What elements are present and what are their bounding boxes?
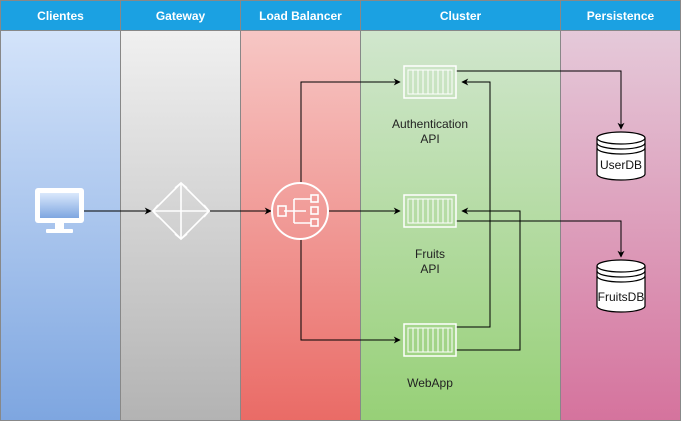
- lane-title-load-balancer: Load Balancer: [259, 9, 342, 23]
- database-icon: [596, 259, 646, 313]
- userdb-label: UserDB: [600, 158, 642, 172]
- lane-title-persistence: Persistence: [587, 9, 655, 23]
- fruits-api-label-line2: API: [420, 262, 439, 276]
- webapp-node: WebApp: [403, 323, 457, 390]
- gateway-icon: [151, 181, 211, 241]
- connectors: [84, 70, 625, 351]
- lane-title-gateway: Gateway: [156, 9, 206, 23]
- edge-lb-webapp: [300, 238, 401, 344]
- auth-api-label-line1: Authentication: [392, 117, 468, 131]
- fruitsdb-node: FruitsDB: [596, 259, 646, 313]
- lane-title-cluster: Cluster: [440, 9, 482, 23]
- monitor-icon: [35, 188, 84, 233]
- container-icon: [403, 323, 457, 357]
- container-icon: [403, 194, 457, 228]
- edge-webapp-auth: [456, 78, 491, 328]
- edge-auth-userdb: [456, 70, 625, 130]
- edge-lb-auth: [300, 78, 401, 184]
- webapp-label: WebApp: [407, 376, 453, 390]
- lane-persistence: Persistence: [560, 0, 681, 421]
- fruitsdb-label: FruitsDB: [598, 290, 645, 304]
- edge-webapp-fruits: [456, 207, 521, 351]
- lane-title-clientes: Clientes: [37, 9, 84, 23]
- fruits-api-label-line1: Fruits: [415, 247, 445, 261]
- auth-api-label-line2: API: [420, 132, 439, 146]
- edge-fruits-fruitsdb: [456, 220, 625, 258]
- container-icon: [403, 65, 457, 99]
- fruits-api-node: Fruits API: [403, 194, 457, 276]
- load-balancer-icon: [271, 182, 329, 240]
- userdb-node: UserDB: [596, 131, 646, 181]
- auth-api-node: Authentication API: [392, 65, 468, 146]
- database-icon: [596, 131, 646, 181]
